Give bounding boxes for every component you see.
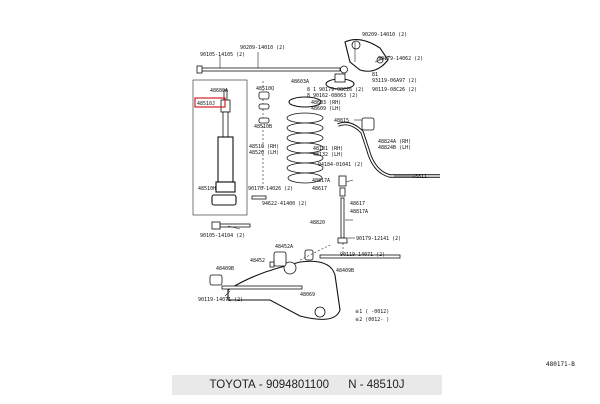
callout-90179-12141: 90179-12141 (2): [356, 236, 401, 242]
callout-48824a: 48824A (RH): [378, 139, 411, 145]
callout-48815: 48815: [334, 118, 349, 124]
upper-arm: [344, 39, 389, 72]
shock-bushings: [258, 91, 270, 124]
callout-48069: 48069: [300, 292, 315, 298]
callout-48520-lh: 48520 (LH): [249, 150, 279, 156]
spacer: [329, 379, 348, 391]
callout-48409b-r: 48409B: [336, 268, 354, 274]
callout-93119-06a97: 93119-06A97 (2): [372, 78, 417, 84]
brand-label: TOYOTA: [209, 379, 256, 391]
highlight-box-48510j: [194, 97, 226, 108]
legend-note-2: ※2 (0012- ): [355, 317, 389, 323]
callout-48820: 48820: [310, 220, 325, 226]
callout-48510j: 48510J: [197, 101, 215, 107]
part-reference: N - 48510J: [348, 379, 405, 391]
upper-bolt: [196, 65, 348, 74]
callout-90209-14010: 90209-14010 (2): [240, 45, 285, 51]
separator-dash: -: [255, 379, 266, 391]
callout-48603a: 48603A: [291, 79, 309, 85]
shock-absorber: [211, 89, 237, 206]
callout-90119-08c26: 90119-08C26 (2): [372, 87, 417, 93]
stabilizer-link: [337, 175, 348, 244]
lower-arm-hardware: [209, 195, 401, 290]
callout-48131-rh: 48131 (RH): [313, 146, 343, 152]
callout-48817a-2: 48817A: [350, 209, 368, 215]
callout-48811: 48811: [412, 174, 427, 180]
callout-90179-14062: 90179-14062 (2): [378, 56, 423, 62]
callout-90119-14071-l: 90119-14071 (2): [198, 297, 243, 303]
callout-48609-lh: 48609 (LH): [311, 106, 341, 112]
coil-spring: [286, 96, 324, 184]
callout-48824b: 48824B (LH): [378, 145, 411, 151]
callout-81: 81: [372, 72, 378, 78]
part-number: 9094801100: [265, 379, 330, 391]
shock-group-frame: [192, 79, 248, 216]
callout-48452: 48452: [250, 258, 265, 264]
spring-seat: [325, 73, 355, 90]
callout-90179-08c26: 8 1 90179-08C26 (2): [307, 87, 364, 93]
callout-48452a: 48452A: [275, 244, 293, 250]
callout-48510-rh: 48510 (RH): [249, 144, 279, 150]
callout-90105-14105: 90105-14105 (2): [200, 52, 245, 58]
callout-90119-14071-r: 90119-14071 (2): [340, 252, 385, 258]
callout-48510h: 48510H: [198, 186, 216, 192]
callout-90162-08063: 8 90162-08063 (2): [307, 93, 358, 99]
part-footer-bar: TOYOTA - 9094801100 N - 48510J: [172, 375, 442, 395]
leader-lines: [219, 42, 412, 297]
callout-90209-14010-right: 90209-14010 (2): [362, 32, 407, 38]
callout-94184-01041: 94184-01041 (2): [318, 162, 363, 168]
callout-48617-1: 48617: [312, 186, 327, 192]
callout-48510q: 48510Q: [256, 86, 274, 92]
callout-48603-rh: 48603 (RH): [311, 100, 341, 106]
diagram-code: 480171-B: [546, 361, 575, 368]
stabilizer-bar: [337, 117, 440, 178]
lower-control-arm: [227, 260, 341, 320]
callout-48132-lh: 48132 (LH): [313, 152, 343, 158]
legend-note-1: ※1 ( -0012): [355, 309, 389, 315]
callout-48409b-l: 48409B: [216, 266, 234, 272]
callout-94622-41400: 94622-41400 (2): [262, 201, 307, 207]
callout-48510b: 48510B: [254, 124, 272, 130]
callout-48680a: 48680A: [210, 88, 228, 94]
callout-48617-2: 48617: [350, 201, 365, 207]
callout-48817a-1: 48817A: [312, 178, 330, 184]
callout-90170-14026: 90170-14026 (2): [248, 186, 293, 192]
callout-90105-14104: 90105-14104 (2): [200, 233, 245, 239]
